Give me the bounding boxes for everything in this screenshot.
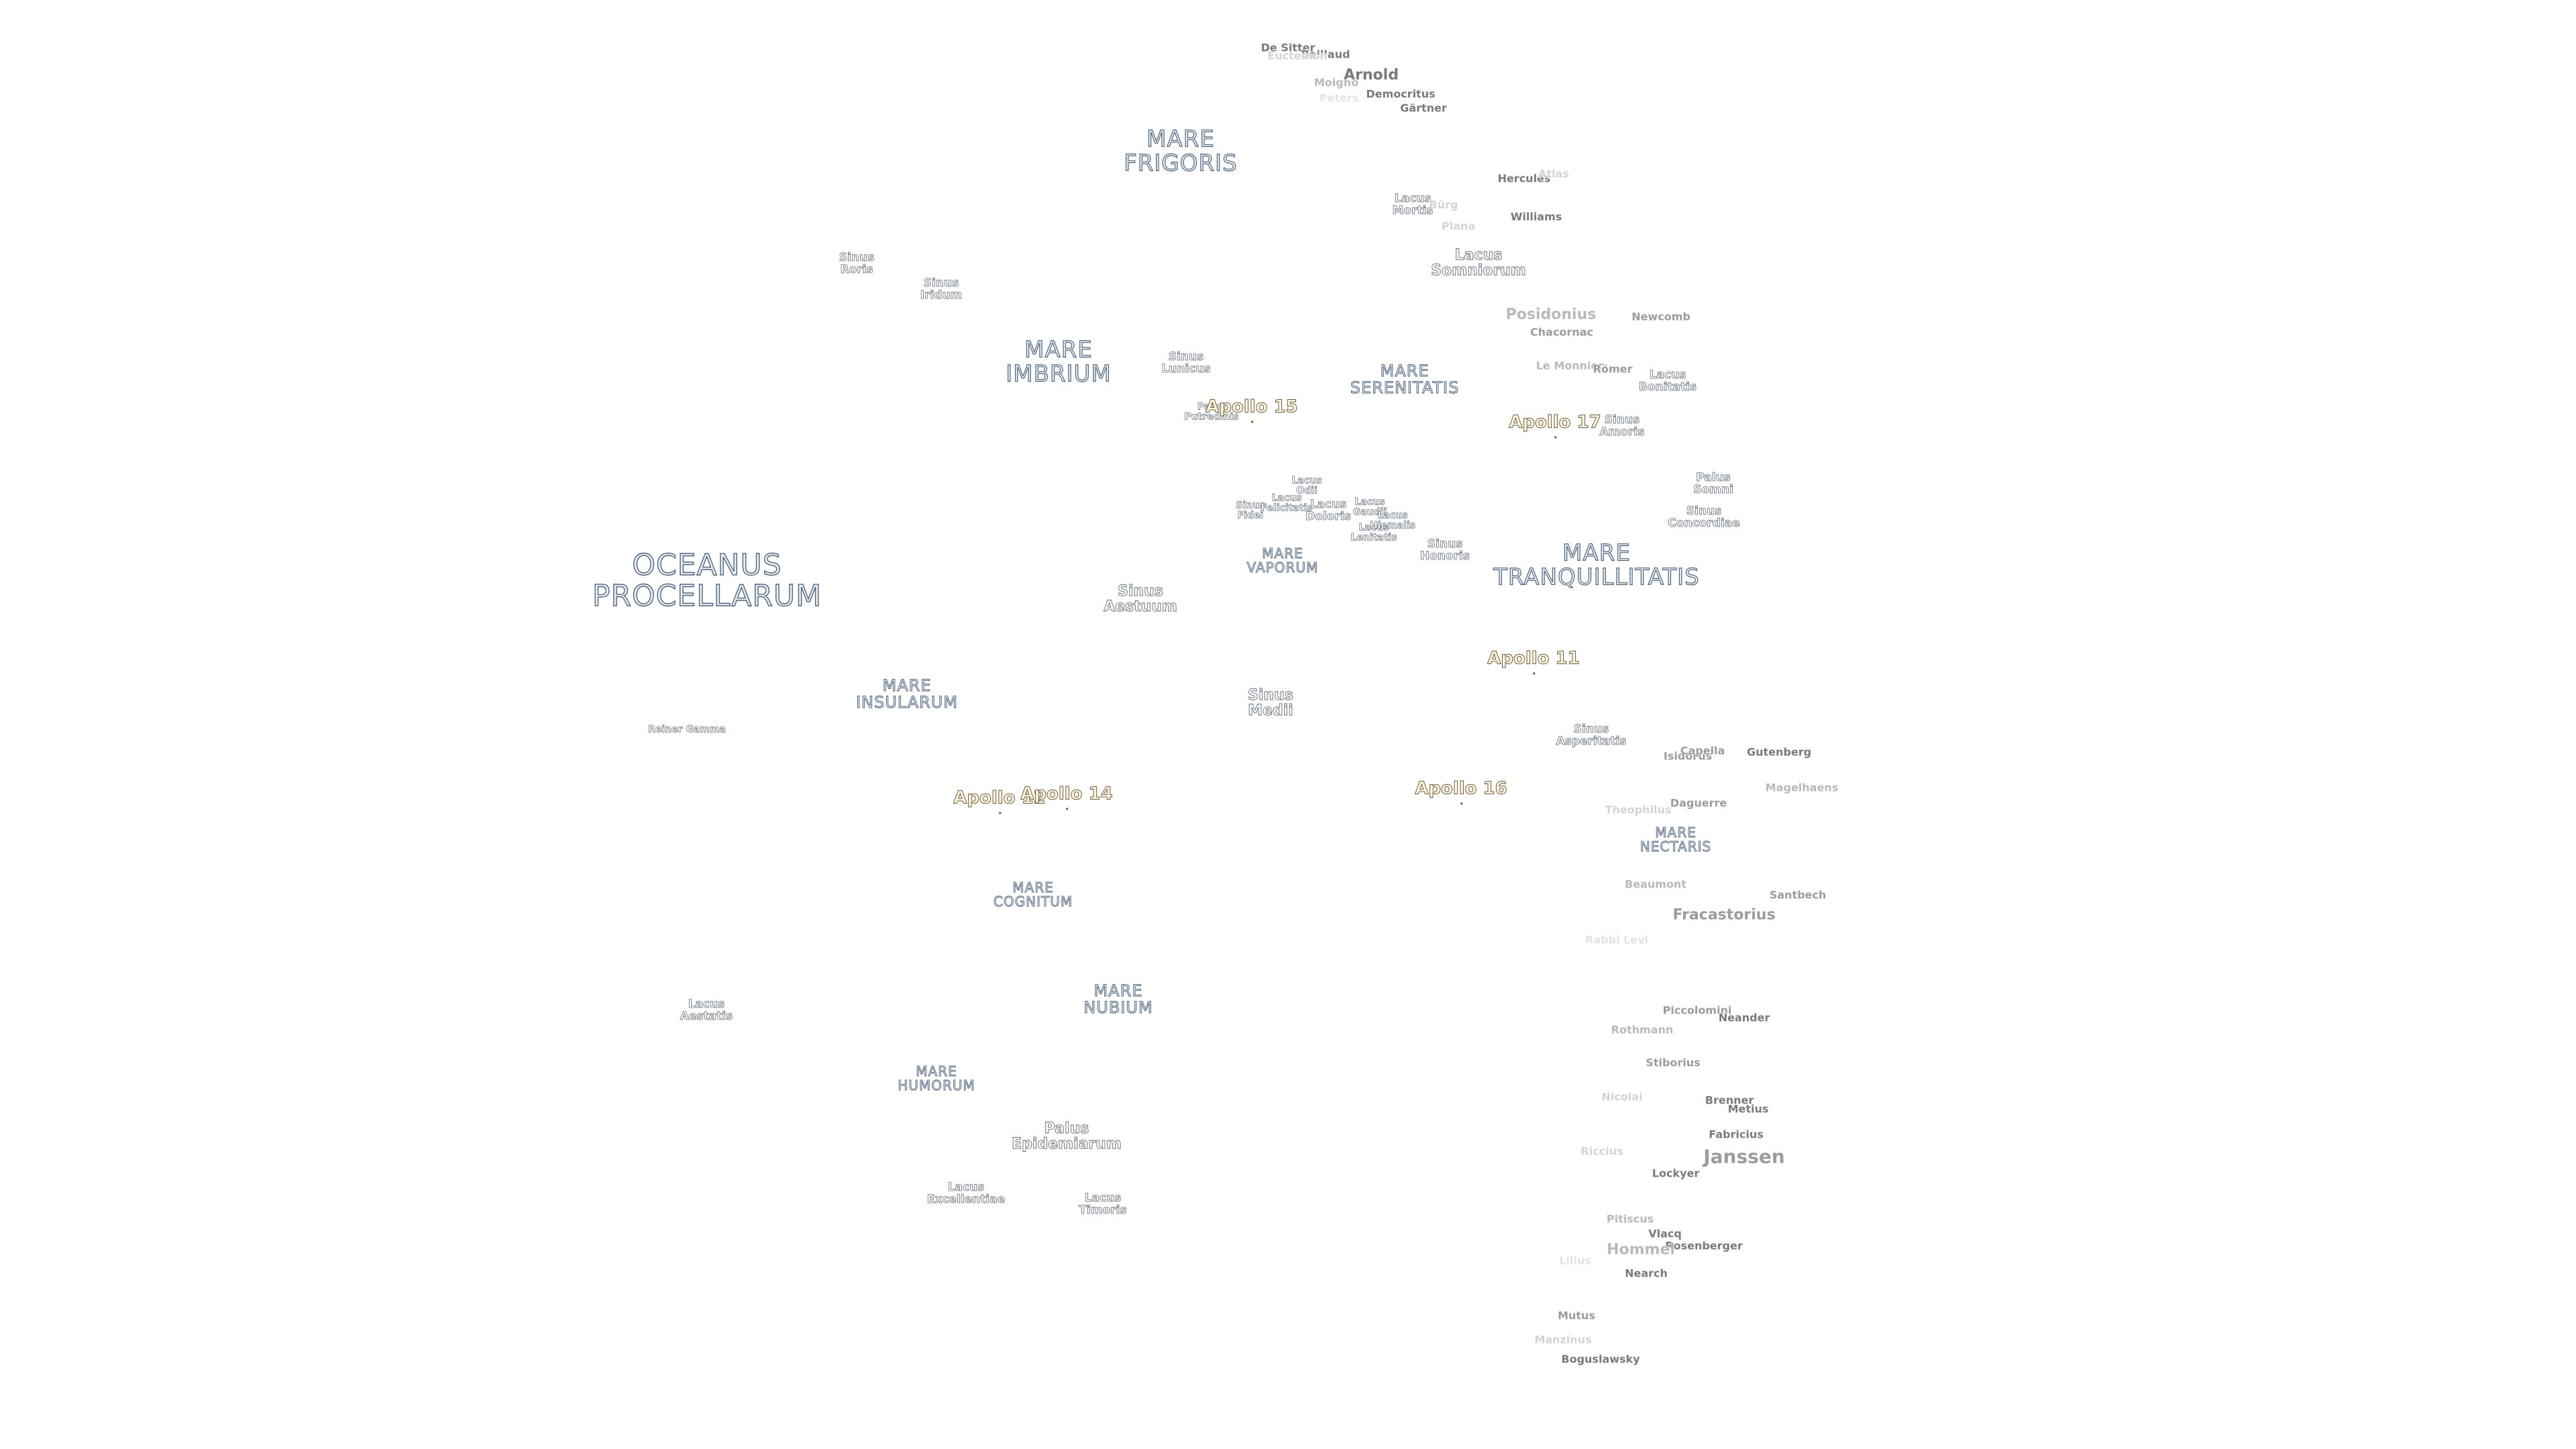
crater-label-moigno: Moigno	[1313, 76, 1359, 89]
feature-label-sinus-asperitatis: Sinus Asperitatis	[1556, 722, 1627, 748]
crater-label-williams: Williams	[1510, 210, 1562, 223]
crater-label-hommel: Hommel	[1607, 1241, 1675, 1258]
crater-label-democritus: Democritus	[1366, 87, 1436, 101]
crater-label-nicolai: Nicolai	[1601, 1090, 1643, 1104]
crater-label-isidorus: Isidorus	[1663, 749, 1713, 763]
mare-label-nubium: MARE NUBIUM	[1083, 981, 1153, 1017]
apollo-14-site: Apollo 14	[1020, 784, 1113, 811]
feature-label-sinus-amoris: Sinus Amoris	[1599, 413, 1645, 439]
crater-label-boguslawsky: Boguslawsky	[1561, 1352, 1640, 1366]
feature-label-palus-epidemiarum: Palus Epidemiarum	[1012, 1120, 1122, 1152]
feature-label-palus-putredinis: Palus Putredinis	[1184, 401, 1239, 422]
crater-label-daguerre: Daguerre	[1670, 796, 1727, 810]
crater-label-euctemon: Euctemon	[1267, 49, 1328, 62]
crater-label-metius: Metius	[1727, 1102, 1769, 1116]
feature-label-lacus-excellentiae: Lacus Excellentiae	[926, 1181, 1006, 1206]
crater-label-romer: Römer	[1593, 362, 1633, 376]
crater-label-magelhaens: Magelhaens	[1765, 781, 1839, 794]
crater-label-hercules: Hercules	[1497, 172, 1551, 185]
mare-label-nectaris: MARE NECTARIS	[1640, 824, 1712, 855]
crater-label-capella: Capella	[1680, 744, 1725, 757]
crater-label-nearch: Nearch	[1625, 1267, 1668, 1280]
crater-label-de-sitter: De Sitter	[1260, 41, 1316, 54]
crater-label-vlacq: Vlacq	[1648, 1227, 1682, 1240]
crater-label-stiborius: Stiborius	[1646, 1056, 1701, 1069]
crater-label-brenner: Brenner	[1705, 1093, 1754, 1107]
crater-label-rabbi-levi: Rabbi Levi	[1585, 933, 1649, 947]
crater-label-posidonius: Posidonius	[1505, 306, 1597, 323]
mare-label-oceanus-procellarum: OCEANUS PROCELLARUM	[592, 547, 822, 613]
crater-label-baillaud: Baillaud	[1301, 48, 1350, 61]
feature-label-lacus-lenitatis: Lacus Lenitatis	[1350, 522, 1397, 543]
crater-label-santbech: Santbech	[1769, 888, 1827, 902]
crater-label-lilius: Lilius	[1559, 1254, 1591, 1267]
feature-label-palus-somni: Palus Somni	[1693, 471, 1733, 496]
feature-label-lacus-bonitatis: Lacus Bonitatis	[1638, 368, 1697, 394]
crater-label-pitiscus: Pitiscus	[1606, 1212, 1654, 1226]
crater-label-lockyer: Lockyer	[1652, 1167, 1700, 1180]
mare-label-vaporum: MARE VAPORUM	[1246, 545, 1319, 576]
crater-label-rosenberger: Rosenberger	[1665, 1239, 1743, 1252]
crater-label-plana: Plana	[1441, 219, 1476, 233]
feature-label-sinus-fidei: Sinus Fidei	[1236, 500, 1265, 521]
crater-label-mutus: Mutus	[1558, 1309, 1595, 1322]
crater-label-rothmann: Rothmann	[1611, 1023, 1674, 1036]
crater-label-neander: Neander	[1718, 1011, 1770, 1024]
feature-label-lacus-aestatis: Lacus Aestatis	[680, 998, 733, 1023]
feature-label-sinus-roris: Sinus Roris	[839, 251, 875, 276]
crater-label-gartner: Gärtner	[1400, 101, 1447, 115]
mare-label-frigoris: MARE FRIGORIS	[1124, 125, 1238, 176]
crater-label-arnold: Arnold	[1344, 66, 1399, 84]
feature-label-lacus-hiemalis: Lacus Hiemalis	[1370, 510, 1416, 531]
crater-label-newcomb: Newcomb	[1631, 310, 1690, 323]
apollo-12-site: Apollo 12	[953, 788, 1046, 815]
feature-label-lacus-somniorum: Lacus Somniorum	[1431, 246, 1527, 279]
crater-label-peters: Peters	[1319, 91, 1359, 105]
mare-label-cognitum: MARE COGNITUM	[993, 879, 1073, 910]
feature-label-sinus-aestuum: Sinus Aestuum	[1104, 582, 1178, 615]
crater-label-janssen: Janssen	[1703, 1145, 1785, 1168]
feature-label-reiner-gamma: Reiner Gamma	[648, 724, 727, 735]
apollo-15-site: Apollo 15	[1205, 396, 1298, 424]
apollo-17-site: Apollo 17	[1509, 412, 1601, 439]
crater-label-piccolomini: Piccolomini	[1662, 1004, 1732, 1017]
feature-label-sinus-concordiae: Sinus Concordiae	[1668, 504, 1740, 530]
crater-label-manzinus: Manzinus	[1534, 1333, 1592, 1346]
crater-label-riccius: Riccius	[1580, 1144, 1623, 1158]
crater-label-gutenberg: Gutenberg	[1746, 745, 1812, 759]
crater-label-fabricius: Fabricius	[1709, 1128, 1764, 1141]
feature-label-sinus-iridum: Sinus Iridum	[920, 276, 963, 302]
mare-label-insularum: MARE INSULARUM	[855, 676, 959, 712]
crater-label-chacornac: Chacornac	[1530, 325, 1593, 339]
feature-label-lacus-odii: Lacus Odii	[1291, 475, 1322, 496]
crater-label-beaumont: Beaumont	[1625, 877, 1686, 891]
crater-label-le-monnier: Le Monnier	[1536, 359, 1604, 372]
feature-label-lacus-timoris: Lacus Timoris	[1079, 1191, 1127, 1217]
crater-label-atlas: Atlas	[1538, 167, 1569, 180]
feature-label-lacus-felicitatis: Lacus Felicitatis	[1260, 492, 1313, 513]
feature-label-sinus-honoris: Sinus Honoris	[1419, 537, 1470, 563]
crater-label-burg: Bürg	[1429, 198, 1458, 211]
crater-label-theophilus: Theophilus	[1605, 803, 1672, 816]
feature-label-sinus-lunicus: Sinus Lunicus	[1161, 350, 1211, 376]
mare-label-imbrium: MARE IMBRIUM	[1006, 336, 1112, 387]
mare-label-serenitatis: MARE SERENITATIS	[1350, 361, 1460, 397]
feature-label-sinus-medii: Sinus Medii	[1248, 686, 1294, 719]
apollo-16-site: Apollo 16	[1415, 778, 1507, 806]
crater-label-fracastorius: Fracastorius	[1672, 906, 1776, 924]
feature-label-lacus-doloris: Lacus Doloris	[1305, 498, 1351, 523]
mare-label-humorum: MARE HUMORUM	[898, 1063, 975, 1093]
feature-label-lacus-mortis: Lacus Mortis	[1392, 192, 1434, 217]
mare-label-tranquillitatis: MARE TRANQUILLITATIS	[1493, 539, 1700, 590]
apollo-11-site: Apollo 11	[1487, 648, 1580, 676]
feature-label-lacus-gaudii: Lacus Gaudii	[1352, 496, 1387, 517]
